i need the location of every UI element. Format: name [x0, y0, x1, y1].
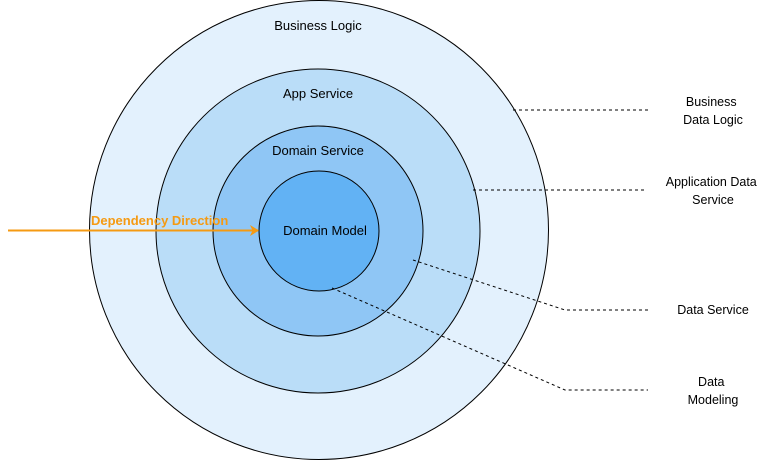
dependency-arrow: [8, 225, 259, 236]
layer-domain-model[interactable]: [258, 170, 380, 292]
label-business-logic: Business Logic: [274, 18, 362, 33]
label-domain-service: Domain Service: [272, 143, 364, 158]
label-domain-model: Domain Model: [283, 223, 367, 238]
annotation-business-data-logic: Business Data Logic: [683, 95, 743, 127]
leader-data-service: [412, 259, 650, 311]
leader-data-modeling: [331, 287, 648, 391]
annotation-application-data-service: Application Data Service: [666, 175, 761, 207]
dependency-direction-label: Dependency Direction: [91, 213, 228, 228]
annotation-data-service: Data Service: [677, 303, 749, 317]
label-app-service: App Service: [283, 86, 353, 101]
arrowhead-icon: [250, 225, 259, 236]
annotation-data-modeling: Data Modeling: [688, 375, 739, 407]
